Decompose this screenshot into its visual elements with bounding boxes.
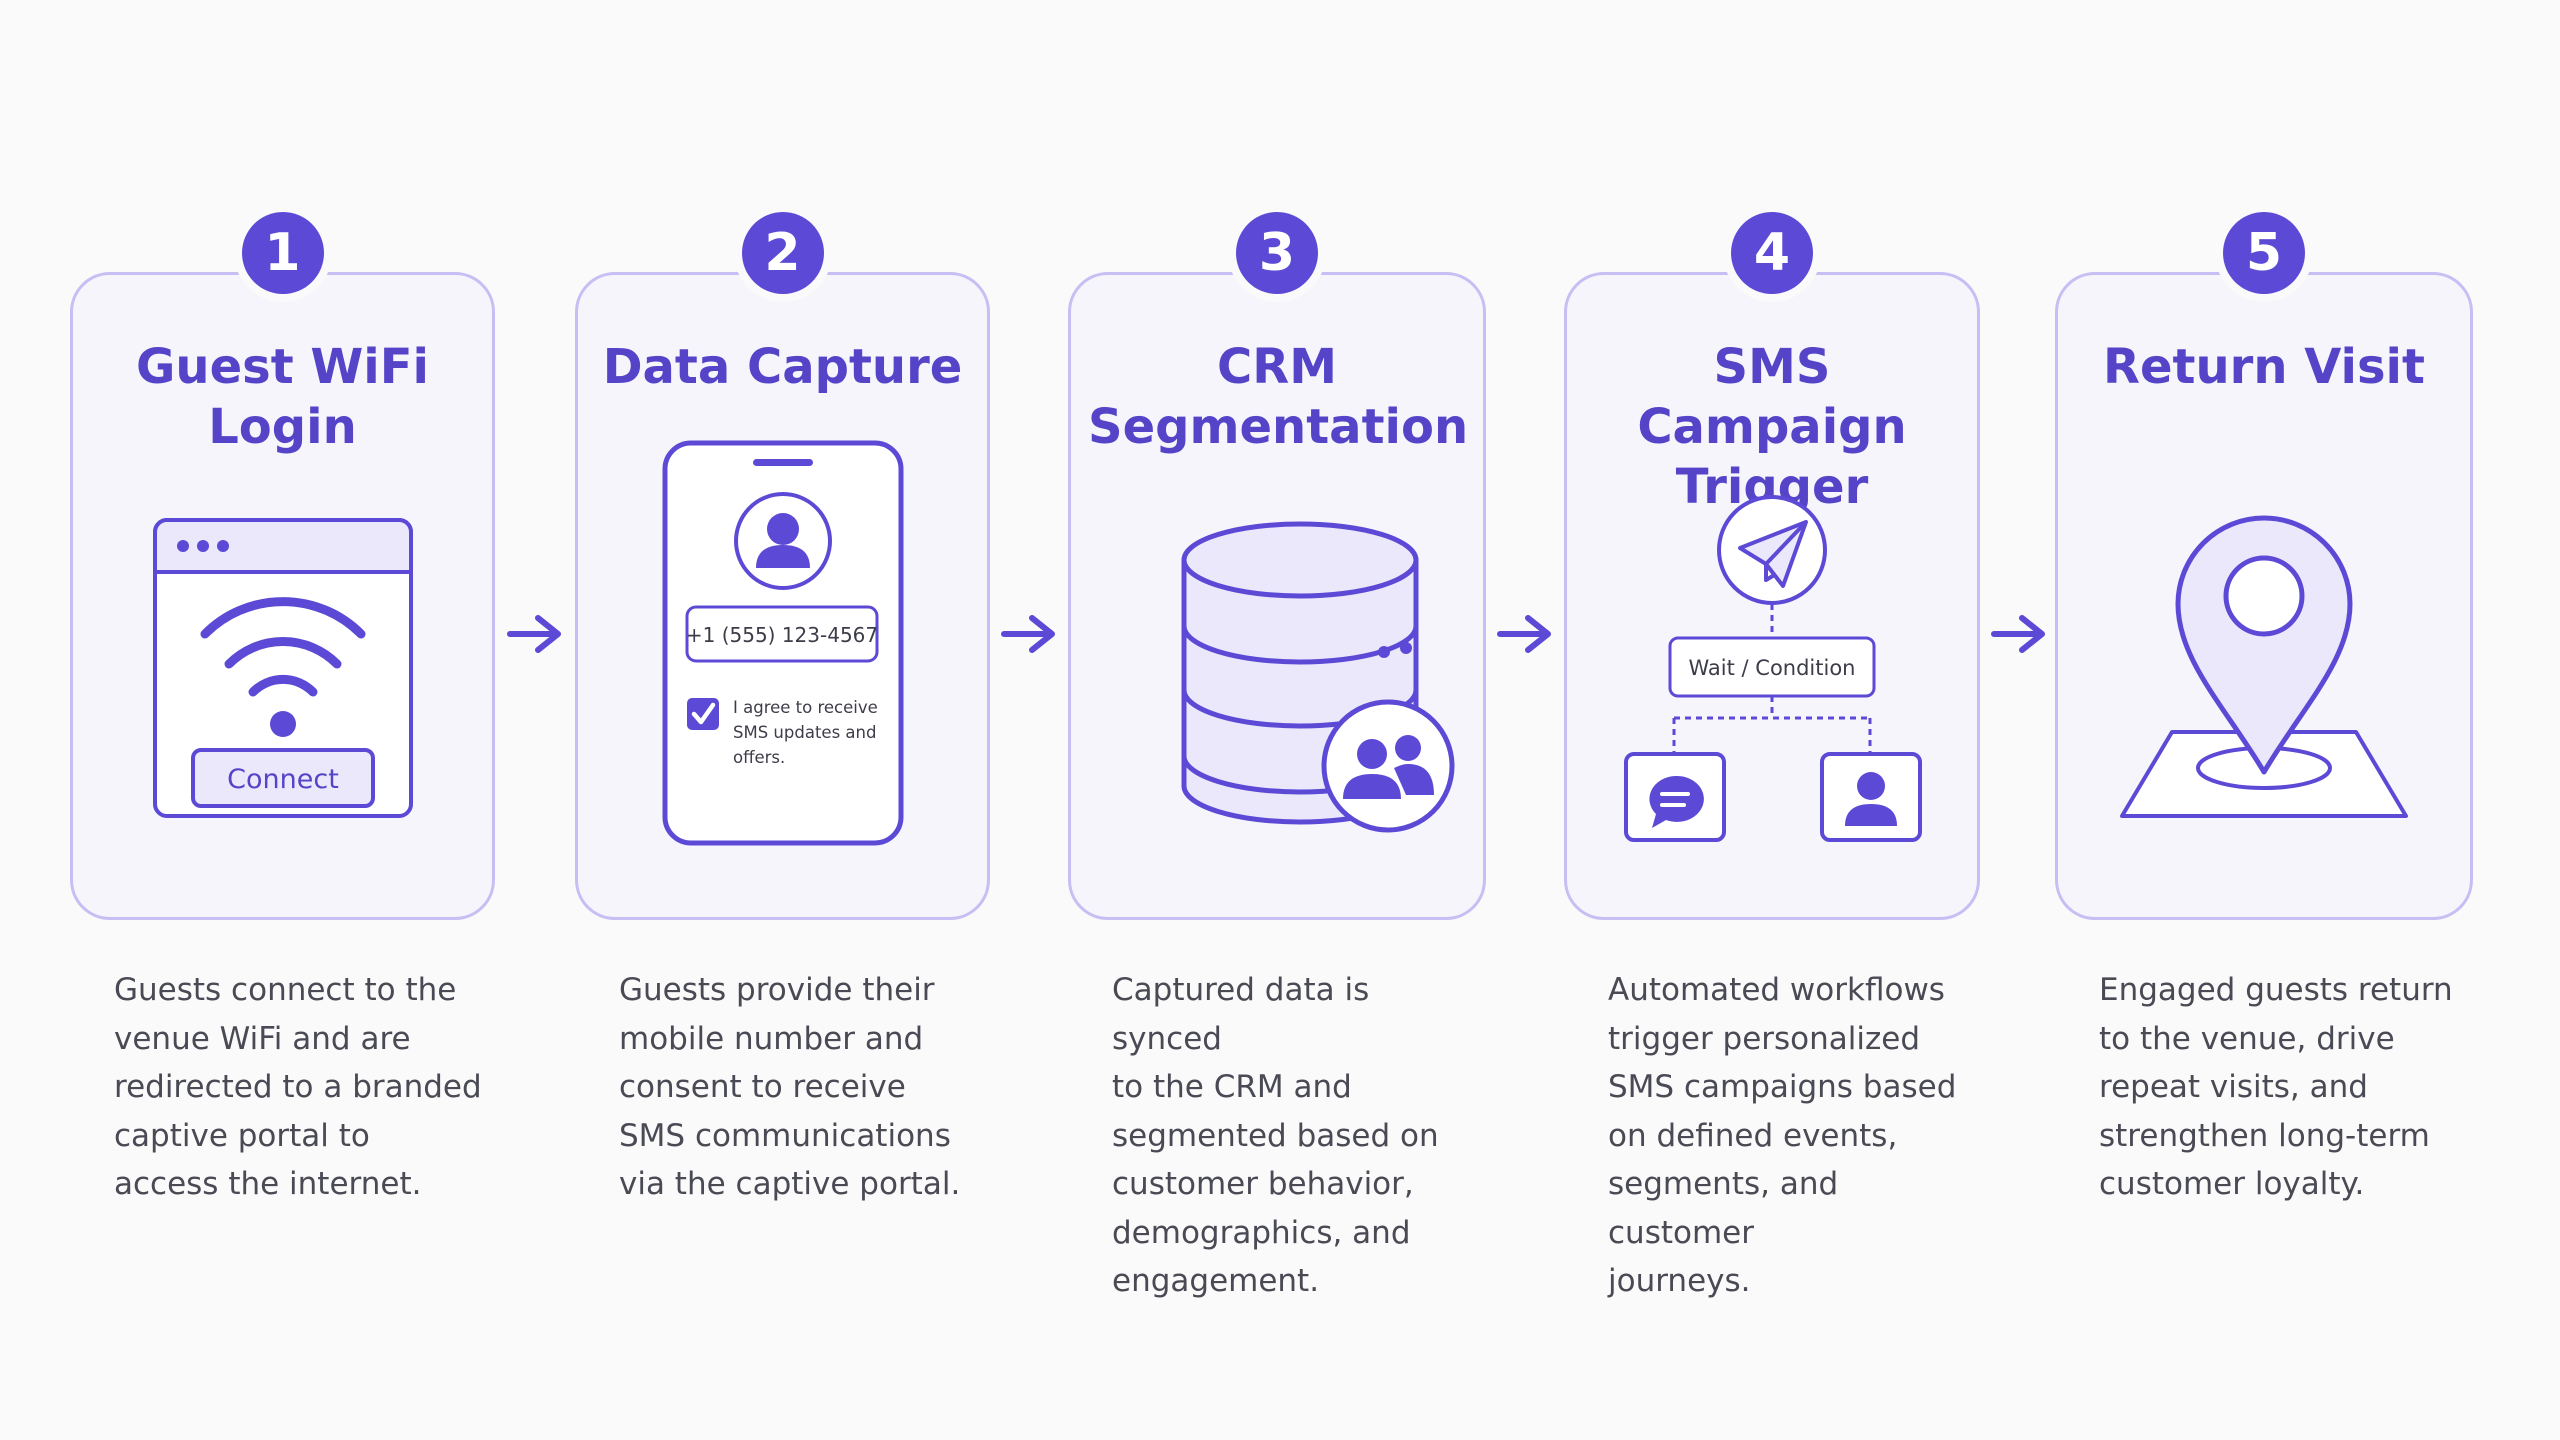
phone-number-field[interactable]: +1 (555) 123-4567	[685, 623, 877, 647]
arrow-right-icon	[1001, 615, 1055, 653]
step-title: SMS Campaign Trigger	[1637, 339, 1907, 515]
database-users-icon	[1181, 521, 1455, 833]
wifi-browser-icon: Connect	[152, 518, 413, 818]
location-pin-icon	[2120, 515, 2408, 818]
step-badge: 4	[1731, 212, 1813, 294]
workflow-icon: Wait / Condition	[1624, 495, 1922, 842]
step-description: Guests connect to the venue WiFi and are…	[114, 972, 482, 1202]
arrow-right-icon	[507, 615, 561, 653]
step-description: Engaged guests return to the venue, driv…	[2099, 972, 2453, 1202]
step-title: CRM Segmentation	[1088, 339, 1469, 455]
user-icon	[1845, 772, 1897, 826]
phone-form-icon: +1 (555) 123-4567 I agree to receive SMS…	[662, 440, 903, 846]
consent-label: I agree to receive SMS updates and offer…	[733, 698, 883, 767]
connect-button-label: Connect	[227, 764, 339, 795]
step-description: Captured data is synced to the CRM and s…	[1112, 972, 1439, 1299]
message-bubble-icon	[1649, 775, 1704, 828]
step-description: Guests provide their mobile number and c…	[619, 972, 961, 1202]
wait-condition-label: Wait / Condition	[1689, 656, 1856, 680]
paper-plane-icon	[1738, 520, 1808, 588]
step-title: Guest WiFi Login	[136, 339, 429, 455]
step-badge: 2	[741, 212, 824, 294]
step-description: Automated workflows trigger personalized…	[1608, 972, 1957, 1299]
arrow-right-icon	[1991, 615, 2045, 653]
step-badge: 1	[241, 212, 324, 294]
step-title: Data Capture	[602, 339, 963, 395]
step-badge: 3	[1236, 212, 1318, 294]
arrow-right-icon	[1497, 615, 1551, 653]
connect-button[interactable]	[190, 748, 375, 808]
step-title: Return Visit	[2103, 339, 2425, 395]
step-badge: 5	[2223, 212, 2305, 294]
